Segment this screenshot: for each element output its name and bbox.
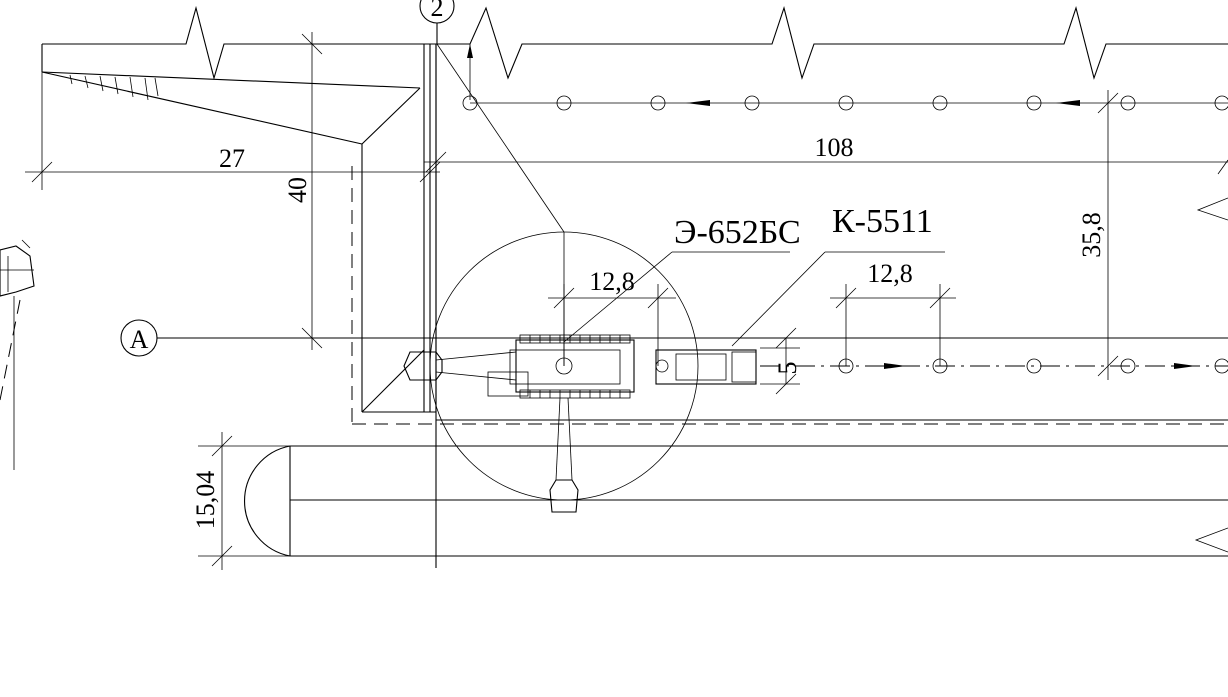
excavator-label: Э-652БС	[674, 214, 801, 251]
truck	[655, 251, 826, 385]
dimension-108: 108	[424, 133, 1228, 173]
left-tower-crane	[0, 239, 35, 470]
storage-area	[244, 445, 1228, 557]
top-crane-path	[462, 44, 1228, 114]
leader-lines	[563, 251, 945, 343]
dim-15-04-label: 15,04	[191, 471, 220, 530]
bottom-crane-path	[760, 358, 1228, 374]
axis-a-label: A	[130, 325, 149, 354]
axis-2: 2	[419, 0, 455, 44]
dim-108-label: 108	[815, 133, 854, 162]
dim-12-8-left-label: 12,8	[589, 267, 635, 296]
dimension-12-8-right: 12,8	[830, 259, 956, 366]
dimension-35-8: 35,8	[1077, 90, 1119, 380]
dim-35-8-label: 35,8	[1077, 212, 1106, 258]
dashed-boundary	[351, 166, 1228, 425]
dim-12-8-right-label: 12,8	[867, 259, 913, 288]
dim-5-label: 5	[773, 362, 802, 375]
building-outline	[361, 44, 1228, 568]
excavator	[403, 334, 635, 513]
dimension-40: 40	[283, 32, 424, 350]
excavator-swing-radius	[429, 43, 699, 501]
dimension-15-04: 15,04	[191, 432, 290, 570]
crane-label: К-5511	[832, 203, 933, 240]
right-edge-marks	[1194, 159, 1228, 553]
pit-slope	[41, 44, 421, 145]
axis-a: A	[120, 319, 1228, 357]
dimension-5: 5	[760, 327, 802, 395]
dimension-27: 27	[25, 72, 441, 190]
top-break-line	[42, 5, 1228, 81]
dim-27-label: 27	[219, 144, 245, 173]
dim-40-label: 40	[283, 177, 312, 203]
axis-2-label: 2	[431, 0, 444, 22]
dimension-12-8-left: 12,8	[548, 267, 676, 366]
